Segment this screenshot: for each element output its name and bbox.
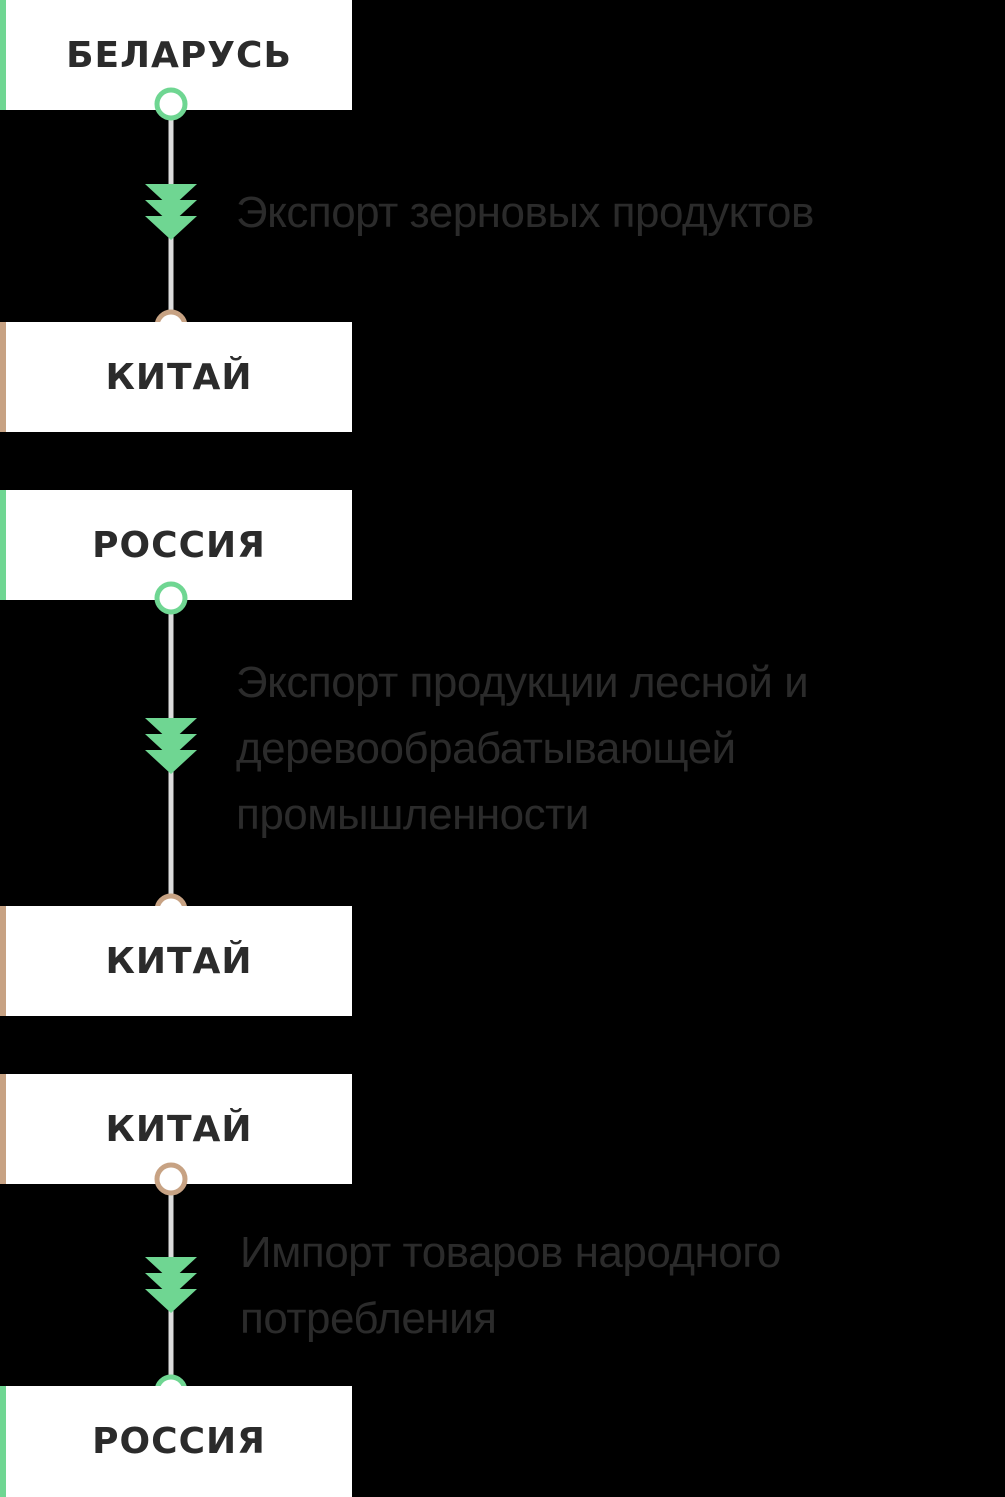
country-label: БЕЛАРУСЬ [66,34,292,76]
flow-description: Импорт товаров народного потребления [240,1228,781,1343]
connector-arrow [145,581,197,927]
country-label: РОССИЯ [92,524,266,566]
triple-chevron-down-icon [145,1257,197,1313]
triple-chevron-down-icon [145,718,197,774]
connector-arrow [145,1162,197,1408]
connector-arrow [145,87,197,343]
country-box-russia: РОССИЯ [0,490,352,600]
country-label: КИТАЙ [105,356,253,398]
flow-description: Экспорт зерновых продуктов [236,188,814,237]
country-box-china: КИТАЙ [0,906,352,1016]
start-node-icon [154,87,188,121]
country-label: КИТАЙ [105,1108,253,1150]
start-node-icon [154,1162,188,1196]
country-box-russia: РОССИЯ [0,1386,352,1497]
flow-description: Экспорт продукции лесной и деревообрабат… [236,658,809,839]
triple-chevron-down-icon [145,184,197,240]
start-node-icon [154,581,188,615]
country-box-china: КИТАЙ [0,322,352,432]
country-label: КИТАЙ [105,940,253,982]
country-label: РОССИЯ [92,1421,266,1462]
